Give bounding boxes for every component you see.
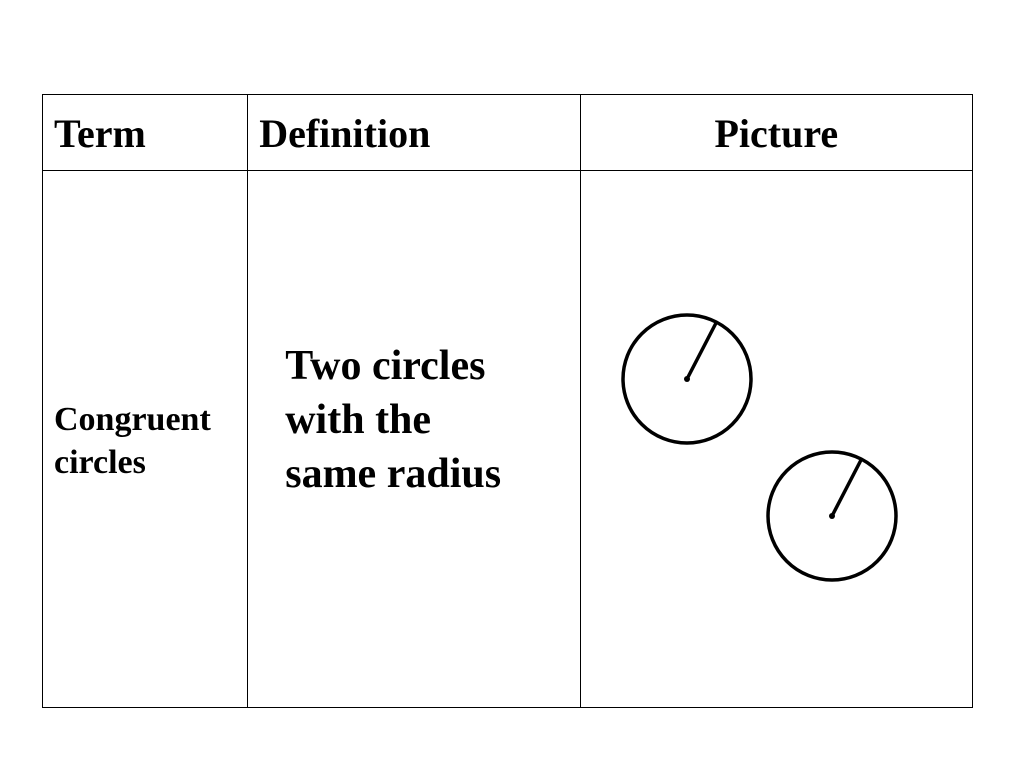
circle-a [620,313,753,445]
definition-cell: Two circles with the same radius [247,170,581,708]
header-term: Term [41,94,249,171]
two-congruent-circles-with-radius-icon [620,313,898,582]
header-definition: Definition [247,94,581,171]
term-cell: Congruent circles [41,170,249,708]
term-text: Congruent circles [43,394,247,484]
circle-b [765,450,898,582]
table-header-row: Term Definition Picture [41,94,974,171]
circle-a-outline [620,313,753,445]
definition-line: Two circles [285,343,486,389]
circle-a-radius [685,322,718,380]
vocabulary-table: Term Definition Picture Congruent circle… [41,94,974,708]
header-picture: Picture [579,94,974,171]
picture-cell [579,170,974,708]
circle-b-radius [830,459,863,517]
term-line: circles [54,444,146,481]
definition-line: with the [285,397,432,443]
term-line: Congruent [54,401,211,438]
circle-b-outline [765,450,898,582]
definition-text: Two circles with the same radius [285,339,575,501]
definition-line: same radius [285,451,502,497]
circle-a-center [683,376,690,382]
circle-b-center [828,513,835,519]
table-row: Congruent circles Two circles with the s… [41,170,974,708]
